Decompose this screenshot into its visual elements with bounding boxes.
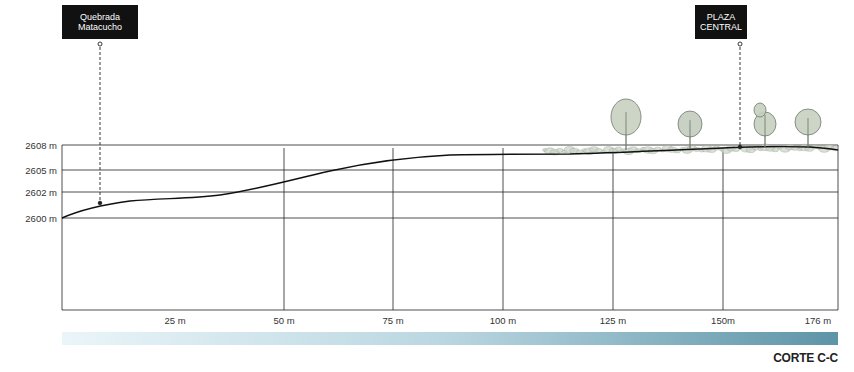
elevation-label: 2600 m <box>25 213 57 224</box>
distance-label: 100 m <box>490 315 516 326</box>
terrain-profile <box>62 147 838 218</box>
distance-label: 75 m <box>382 315 403 326</box>
callout-box: PLAZA CENTRAL <box>695 5 747 39</box>
distance-label: 176 m <box>805 315 831 326</box>
callout-text: PLAZA CENTRAL <box>700 12 742 32</box>
distance-label: 50 m <box>273 315 294 326</box>
leader-lines <box>98 42 742 205</box>
elevation-label: 2608 m <box>25 140 57 151</box>
grid <box>62 145 838 310</box>
callout-box: Quebrada Matacucho <box>62 5 138 39</box>
section-title: CORTE C-C <box>773 351 838 365</box>
distance-label: 150m <box>711 315 735 326</box>
distance-label: 125 m <box>600 315 626 326</box>
elevation-label: 2602 m <box>25 187 57 198</box>
trees <box>611 99 821 150</box>
gradient-bar <box>62 332 838 345</box>
elevation-label: 2605 m <box>25 165 57 176</box>
callout-text: Quebrada Matacucho <box>67 12 133 32</box>
distance-label: 25 m <box>164 315 185 326</box>
